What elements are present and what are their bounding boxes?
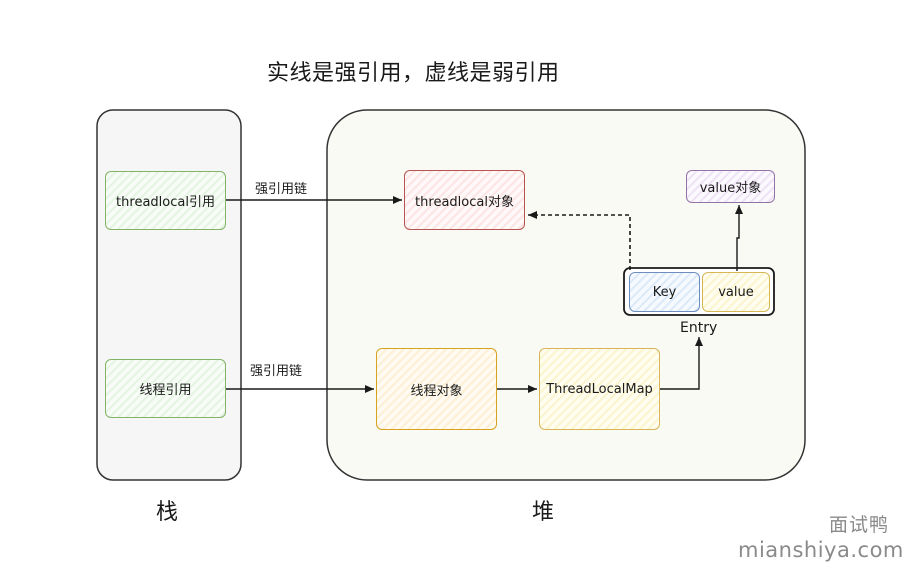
- threadlocal-obj-node: threadlocal对象: [404, 170, 525, 230]
- thread-ref-label: 线程引用: [139, 383, 192, 398]
- stack-label: 栈: [156, 500, 179, 525]
- value-node: value: [702, 272, 770, 312]
- stack-container: [96, 109, 242, 481]
- edge-key-to-threadlocal-obj-weak: [528, 211, 631, 270]
- entry-label: Entry: [680, 320, 718, 336]
- thread-obj-label: 线程对象: [410, 383, 463, 399]
- edge-value-to-value-obj: [735, 205, 743, 271]
- value-obj-label: value对象: [699, 181, 762, 196]
- thread-obj-node: 线程对象: [376, 348, 497, 430]
- threadlocalmap-node: ThreadLocalMap: [539, 348, 660, 430]
- threadlocal-ref-node: threadlocal引用: [105, 171, 226, 230]
- key-node: Key: [629, 272, 700, 312]
- value-label: value: [718, 284, 754, 300]
- heap-label: 堆: [532, 500, 555, 525]
- diagram-title: 实线是强引用，虚线是弱引用: [267, 61, 560, 86]
- value-obj-node: value对象: [686, 170, 775, 203]
- key-label: Key: [652, 284, 677, 300]
- threadlocal-obj-label: threadlocal对象: [415, 194, 514, 210]
- thread-ref-node: 线程引用: [105, 359, 226, 418]
- threadlocal-ref-label: threadlocal引用: [116, 195, 215, 210]
- threadlocalmap-label: ThreadLocalMap: [546, 381, 653, 397]
- strong-ref-chain-label-1: 强引用链: [255, 182, 308, 197]
- edge-map-to-entry: [659, 337, 703, 390]
- watermark-cn: 面试鸭: [829, 514, 890, 536]
- watermark-site: mianshiya.com: [738, 538, 904, 562]
- strong-ref-chain-label-2: 强引用链: [250, 364, 303, 379]
